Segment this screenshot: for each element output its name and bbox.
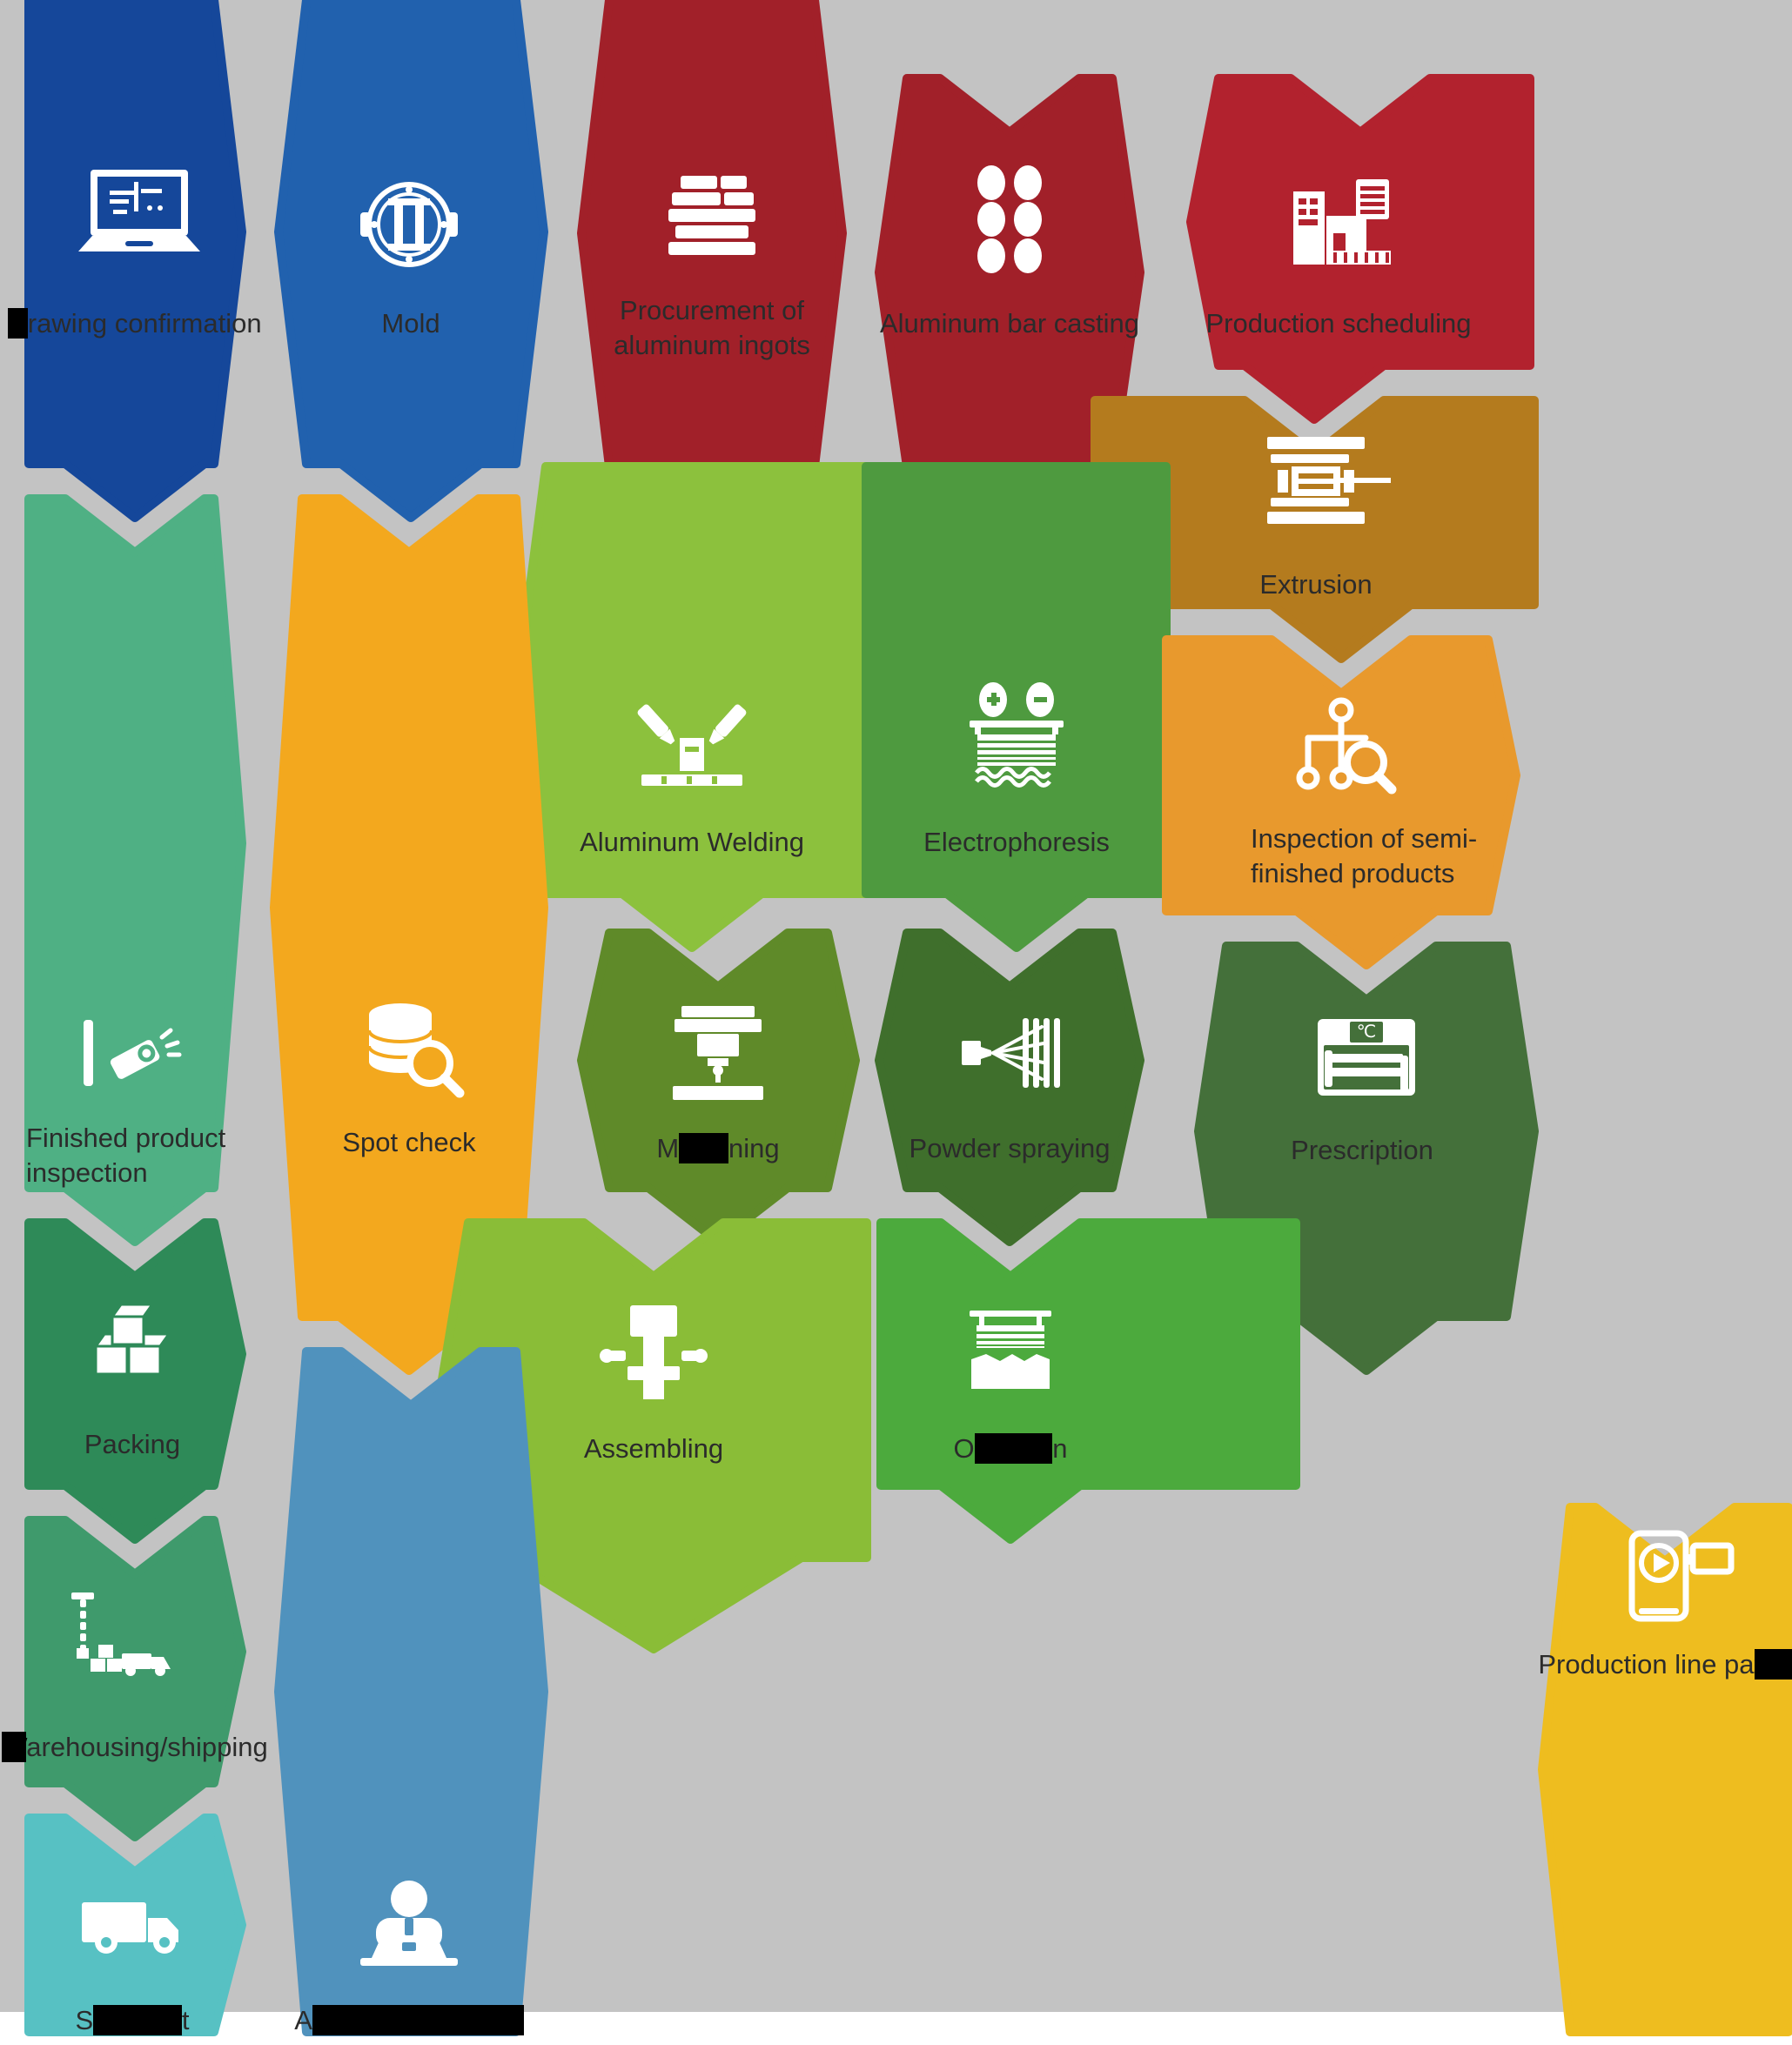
selection-highlight: xidatio bbox=[974, 1433, 1053, 1464]
selection-highlight: trol bbox=[1754, 1649, 1792, 1680]
piece-drawing-confirmation bbox=[24, 0, 246, 522]
casting-dots-icon bbox=[977, 165, 1042, 273]
label-drawing-confirmation: Drawing confirmation bbox=[0, 306, 361, 341]
label-line: finished products bbox=[1251, 858, 1455, 888]
selection-highlight: achi bbox=[679, 1133, 729, 1163]
delivery-truck-icon bbox=[82, 1902, 178, 1954]
video-camera-icon bbox=[1628, 1530, 1735, 1622]
orgchart-magnifier-icon bbox=[1296, 697, 1397, 795]
label-machining: Machining bbox=[492, 1131, 944, 1166]
clamp-assembly-icon bbox=[600, 1305, 708, 1399]
label-line: Drawing confirmation bbox=[8, 308, 262, 339]
piece-production-line-patrol bbox=[1538, 1503, 1792, 2036]
label-line: Powder spraying bbox=[909, 1133, 1111, 1163]
label-line: Machining bbox=[656, 1133, 780, 1163]
welding-torches-icon bbox=[637, 704, 747, 786]
boxes-icon bbox=[93, 1303, 171, 1376]
piece-inspection-semi-finished bbox=[1162, 635, 1520, 969]
label-line: Production line patrol bbox=[1538, 1649, 1792, 1680]
label-line: Finished product bbox=[26, 1123, 226, 1153]
label-inspection-semi-finished: Inspection of semi-finished products bbox=[1251, 821, 1703, 891]
piece-aluminum-bar-casting bbox=[875, 74, 1144, 471]
piece-powder-spraying bbox=[875, 929, 1144, 1246]
selection-highlight: W bbox=[2, 1732, 27, 1762]
label-line: Spot check bbox=[342, 1127, 476, 1157]
bottom-strip bbox=[0, 2012, 1792, 2045]
label-warehousing-shipping: Warehousing/shipping bbox=[0, 1730, 361, 1765]
label-line: Warehousing/shipping bbox=[2, 1732, 268, 1762]
ingot-stack-icon bbox=[668, 176, 755, 255]
label-finished-product-inspection: Finished product inspection bbox=[26, 1121, 479, 1190]
label-packing: Packing bbox=[0, 1427, 359, 1462]
label-production-line-patrol: Production line patrol bbox=[1439, 1647, 1792, 1682]
selection-highlight: fter sales tracking bbox=[312, 2005, 524, 2035]
label-line: Mold bbox=[381, 308, 440, 339]
label-aluminum-welding: Aluminum Welding bbox=[466, 825, 918, 860]
laptop-blueprint-icon bbox=[78, 170, 200, 251]
temperature-oven-icon: ℃ bbox=[1318, 1019, 1415, 1096]
piece-electrophoresis bbox=[862, 462, 1171, 952]
extruder-press-icon bbox=[1267, 437, 1391, 524]
piece-extrusion bbox=[1091, 396, 1539, 663]
label-oxidation: Oxidation bbox=[784, 1432, 1237, 1466]
label-line: Shipment bbox=[75, 2005, 190, 2035]
inspection-camera-icon bbox=[84, 1020, 182, 1086]
label-line: Packing bbox=[84, 1429, 181, 1459]
label-line: Production scheduling bbox=[1205, 308, 1472, 339]
piece-packing bbox=[24, 1218, 246, 1544]
label-aluminum-bar-casting: Aluminum bar casting bbox=[783, 306, 1236, 341]
label-assembling: Assembling bbox=[427, 1432, 880, 1466]
label-line: Electrophoresis bbox=[923, 827, 1110, 857]
label-line: After sales tracking bbox=[294, 2005, 524, 2035]
crane-truck-icon bbox=[71, 1592, 171, 1676]
factory-schedule-icon bbox=[1293, 179, 1391, 265]
piece-finished-product-inspection bbox=[24, 494, 246, 1246]
label-line: inspection bbox=[26, 1157, 148, 1188]
piece-aluminum-welding bbox=[513, 462, 870, 952]
label-spot-check: Spot check bbox=[183, 1125, 635, 1160]
selection-highlight: D bbox=[8, 308, 28, 339]
label-line: Procurement of bbox=[620, 295, 804, 325]
label-electrophoresis: Electrophoresis bbox=[790, 825, 1243, 860]
label-procurement-aluminum-ingots: Procurement of aluminum ingots bbox=[486, 293, 938, 363]
label-line: Prescription bbox=[1291, 1135, 1433, 1165]
selection-highlight: hipmen bbox=[93, 2005, 182, 2035]
database-magnifier-icon bbox=[367, 1003, 465, 1098]
support-agent-icon bbox=[360, 1881, 458, 1966]
label-line: aluminum ingots bbox=[614, 330, 810, 360]
svg-text:℃: ℃ bbox=[1357, 1021, 1376, 1042]
spray-gun-icon bbox=[962, 1018, 1060, 1088]
piece-after-sales-tracking bbox=[274, 1347, 548, 2036]
label-after-sales-tracking: After sales tracking bbox=[183, 2003, 635, 2038]
label-mold: Mold bbox=[185, 306, 637, 341]
label-line: Aluminum bar casting bbox=[879, 308, 1140, 339]
label-line: Oxidation bbox=[953, 1433, 1068, 1464]
label-extrusion: Extrusion bbox=[1090, 567, 1542, 602]
label-prescription: Prescription bbox=[1136, 1133, 1588, 1168]
label-line: Assembling bbox=[583, 1433, 724, 1464]
label-line: Extrusion bbox=[1259, 569, 1373, 600]
label-shipment: Shipment bbox=[0, 2003, 359, 2038]
label-powder-spraying: Powder spraying bbox=[783, 1131, 1236, 1166]
label-line: Aluminum Welding bbox=[580, 827, 804, 857]
oxidation-tank-icon bbox=[970, 1311, 1051, 1389]
electrophoresis-tank-icon bbox=[970, 682, 1064, 788]
cnc-machine-icon bbox=[673, 1006, 763, 1100]
label-line: Inspection of semi- bbox=[1251, 823, 1478, 854]
label-production-scheduling: Production scheduling bbox=[1112, 306, 1565, 341]
mold-ring-icon bbox=[360, 182, 458, 267]
